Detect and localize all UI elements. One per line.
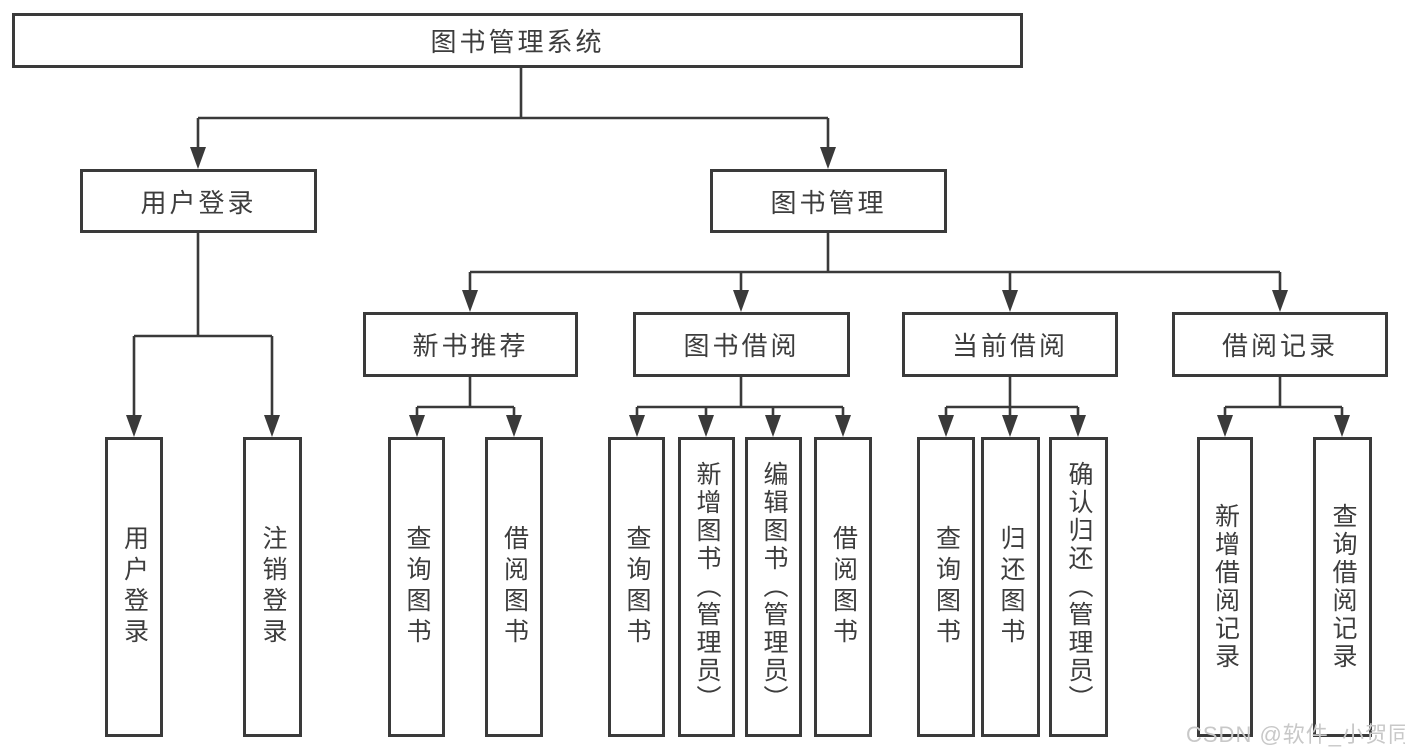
leaf-query-books-recommend-label: 查询图书 bbox=[403, 525, 431, 649]
leaf-query-borrow-record-label: 查询借阅记录 bbox=[1329, 503, 1357, 671]
leaf-borrow-books-recommend-label: 借阅图书 bbox=[500, 525, 529, 649]
arrowheads bbox=[126, 147, 1350, 437]
node-user-login-label: 用户登录 bbox=[140, 187, 257, 218]
leaf-logout: 注销登录 bbox=[243, 437, 302, 737]
leaf-borrow-books-recommend: 借阅图书 bbox=[485, 437, 543, 737]
leaf-return-book: 归还图书 bbox=[981, 437, 1040, 737]
leaf-query-books-recommend: 查询图书 bbox=[388, 437, 445, 737]
leaf-query-books-current-label: 查询图书 bbox=[932, 525, 961, 649]
leaf-add-book-admin: 新增图书（管理员） bbox=[678, 437, 735, 737]
leaf-query-books-borrowing: 查询图书 bbox=[608, 437, 665, 737]
node-book-borrowing-label: 图书借阅 bbox=[683, 331, 800, 361]
leaf-user-login-label: 用户登录 bbox=[120, 525, 149, 649]
leaf-query-borrow-record: 查询借阅记录 bbox=[1313, 437, 1372, 737]
leaf-add-borrow-record-label: 新增借阅记录 bbox=[1211, 503, 1240, 671]
node-root: 图书管理系统 bbox=[12, 13, 1023, 68]
leaf-add-book-admin-label: 新增图书（管理员） bbox=[693, 461, 721, 713]
leaf-user-login: 用户登录 bbox=[105, 437, 163, 737]
node-book-management: 图书管理 bbox=[710, 169, 947, 233]
leaf-query-books-borrowing-label: 查询图书 bbox=[623, 525, 651, 649]
node-new-book-recommend-label: 新书推荐 bbox=[412, 331, 529, 361]
leaf-borrow-books: 借阅图书 bbox=[814, 437, 872, 737]
leaf-add-borrow-record: 新增借阅记录 bbox=[1197, 437, 1253, 737]
leaf-query-books-current: 查询图书 bbox=[917, 437, 975, 737]
node-current-borrowing-label: 当前借阅 bbox=[951, 331, 1068, 361]
node-current-borrowing: 当前借阅 bbox=[902, 312, 1118, 377]
node-new-book-recommend: 新书推荐 bbox=[363, 312, 578, 377]
leaf-confirm-return-admin: 确认归还（管理员） bbox=[1049, 437, 1108, 737]
leaf-return-book-label: 归还图书 bbox=[997, 525, 1025, 649]
leaf-confirm-return-admin-label: 确认归还（管理员） bbox=[1065, 461, 1093, 713]
node-borrowing-records-label: 借阅记录 bbox=[1221, 331, 1338, 361]
leaf-edit-book-admin: 编辑图书（管理员） bbox=[745, 437, 802, 737]
node-root-label: 图书管理系统 bbox=[430, 27, 605, 57]
node-book-borrowing: 图书借阅 bbox=[633, 312, 850, 377]
tree-edges bbox=[134, 68, 1342, 409]
leaf-edit-book-admin-label: 编辑图书（管理员） bbox=[760, 461, 788, 713]
node-user-login: 用户登录 bbox=[80, 169, 317, 233]
leaf-logout-label: 注销登录 bbox=[259, 525, 287, 649]
leaf-borrow-books-label: 借阅图书 bbox=[829, 525, 858, 649]
csdn-watermark: CSDN @软件_小贺同学 bbox=[1186, 722, 1405, 747]
node-book-management-label: 图书管理 bbox=[770, 187, 887, 218]
node-borrowing-records: 借阅记录 bbox=[1172, 312, 1388, 377]
arrow-stems bbox=[132, 118, 1344, 417]
